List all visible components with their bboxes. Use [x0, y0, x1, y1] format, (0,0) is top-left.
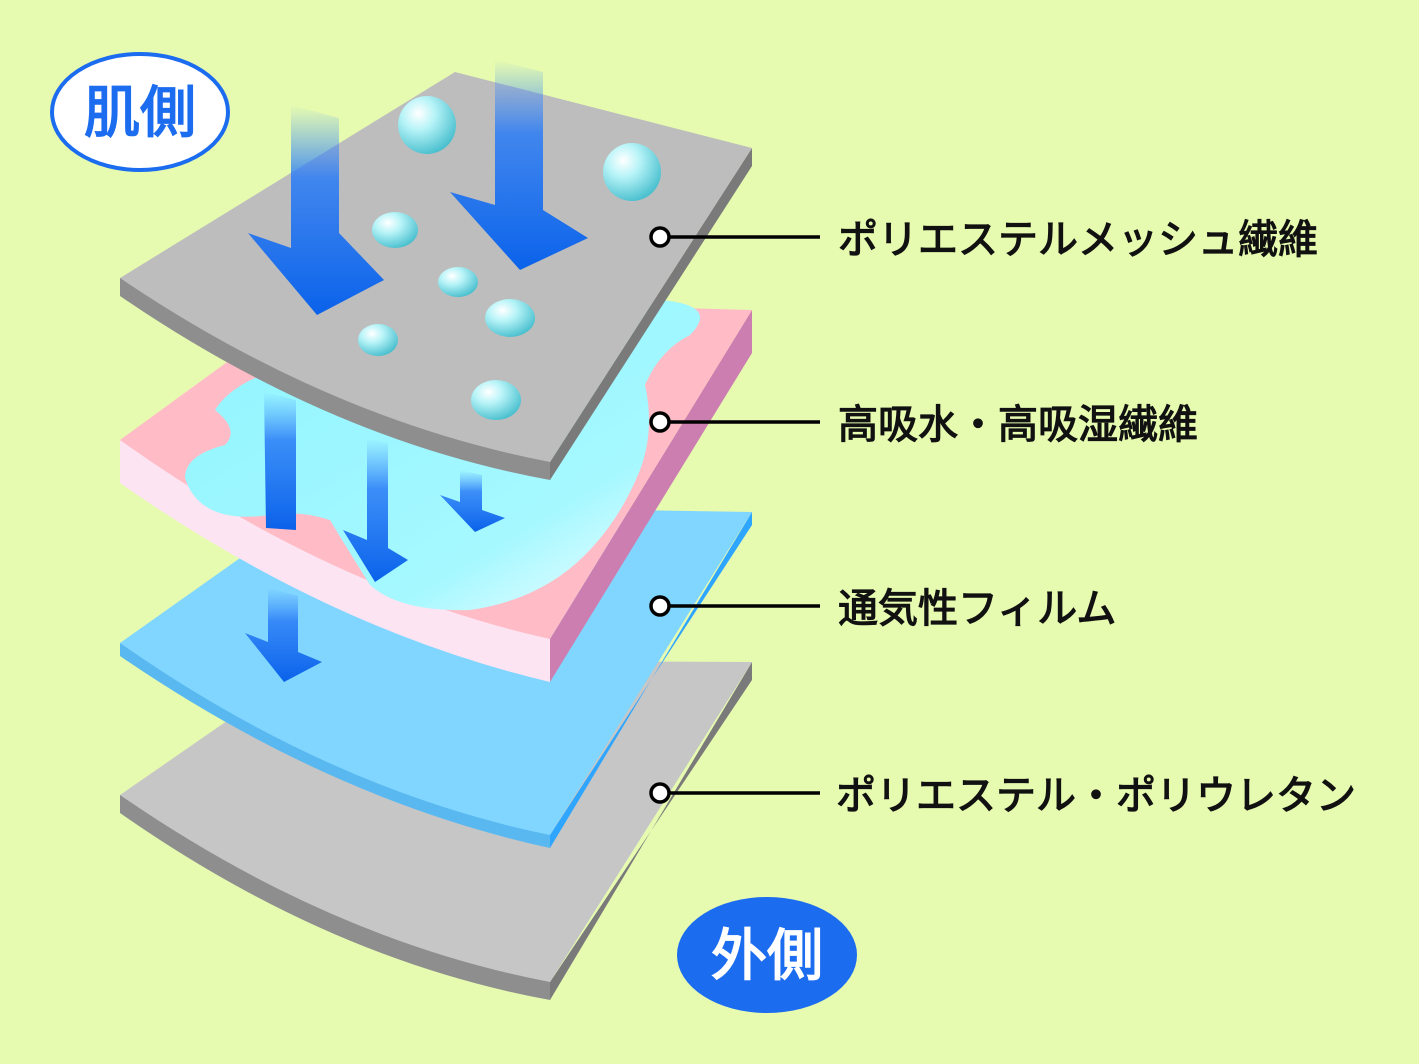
layer-labels: ポリエステルメッシュ繊維 高吸水・高吸湿繊維 通気性フィルム ポリエステル・ポリ… — [836, 217, 1356, 819]
water-droplet — [358, 324, 398, 356]
down-arrow-icon — [450, 60, 588, 270]
down-arrow-icon — [248, 105, 384, 315]
outer-side-badge: 外側 — [677, 897, 857, 1013]
down-arrow-icon — [440, 470, 505, 532]
leader-dot — [649, 782, 671, 804]
layer-polyester-mesh — [120, 72, 752, 480]
water-droplet — [485, 299, 535, 337]
leader-dot — [649, 226, 671, 248]
leader-dot — [649, 595, 671, 617]
water-droplet — [603, 143, 661, 201]
label-polyester-mesh: ポリエステルメッシュ繊維 — [838, 217, 1318, 263]
leader-lines — [649, 226, 820, 804]
water-droplet — [438, 267, 478, 297]
water-droplet — [398, 96, 456, 154]
label-polyester-polyurethane: ポリエステル・ポリウレタン — [836, 773, 1356, 819]
label-breathable-film: 通気性フィルム — [838, 586, 1116, 632]
skin-side-label: 肌側 — [84, 81, 196, 146]
outer-side-label: 外側 — [711, 924, 823, 989]
leader-dot — [649, 411, 671, 433]
down-arrow-icon — [264, 392, 296, 530]
down-arrow-icon — [245, 588, 322, 682]
down-arrow-icon — [343, 438, 408, 582]
water-droplet — [471, 380, 521, 420]
moisture-flow-arrows — [245, 60, 588, 682]
water-droplets — [358, 96, 661, 420]
water-droplet — [372, 212, 418, 248]
skin-side-badge: 肌側 — [50, 52, 230, 172]
label-absorbent-fiber: 高吸水・高吸湿繊維 — [838, 402, 1198, 448]
